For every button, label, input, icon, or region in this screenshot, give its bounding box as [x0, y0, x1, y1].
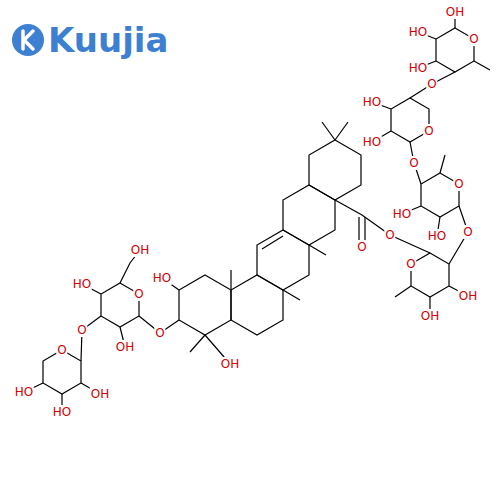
atom-label: O [405, 257, 416, 271]
atom-label: O [56, 343, 67, 357]
atom-label: O [423, 124, 434, 138]
atom-label: OH [90, 387, 110, 401]
atom-label: O [133, 287, 144, 301]
atom-label: HO [392, 207, 412, 221]
atom-label: O [462, 225, 473, 239]
watermark-text: Kuujia [48, 23, 168, 57]
atom-label: HO [152, 271, 172, 285]
atom-label: OH [130, 243, 150, 257]
atom-label: O [468, 32, 479, 46]
atom-label: OH [420, 309, 440, 323]
atom-label: HO [52, 405, 72, 419]
atom-label: HO [72, 277, 92, 291]
atom-label: O [453, 177, 464, 191]
atom-label: OH [115, 340, 135, 354]
atom-label: OH [445, 5, 465, 19]
atom-label: HO [408, 61, 428, 75]
atom-label: HO [362, 135, 382, 149]
atom-label: O [426, 77, 437, 91]
bond-lines [24, 12, 490, 412]
atom-label: O [154, 326, 165, 340]
atom-label: O [76, 323, 87, 337]
atom-label: O [356, 240, 367, 254]
atom-label: OH [220, 357, 240, 371]
atom-label: HO [427, 229, 447, 243]
atom-label: OH [458, 289, 478, 303]
logo-icon [12, 24, 44, 56]
atom-label: HO [14, 385, 34, 399]
atom-label: O [408, 156, 419, 170]
atom-label: O [384, 228, 395, 242]
atom-label: HO [362, 95, 382, 109]
atom-label: HO [408, 25, 428, 39]
